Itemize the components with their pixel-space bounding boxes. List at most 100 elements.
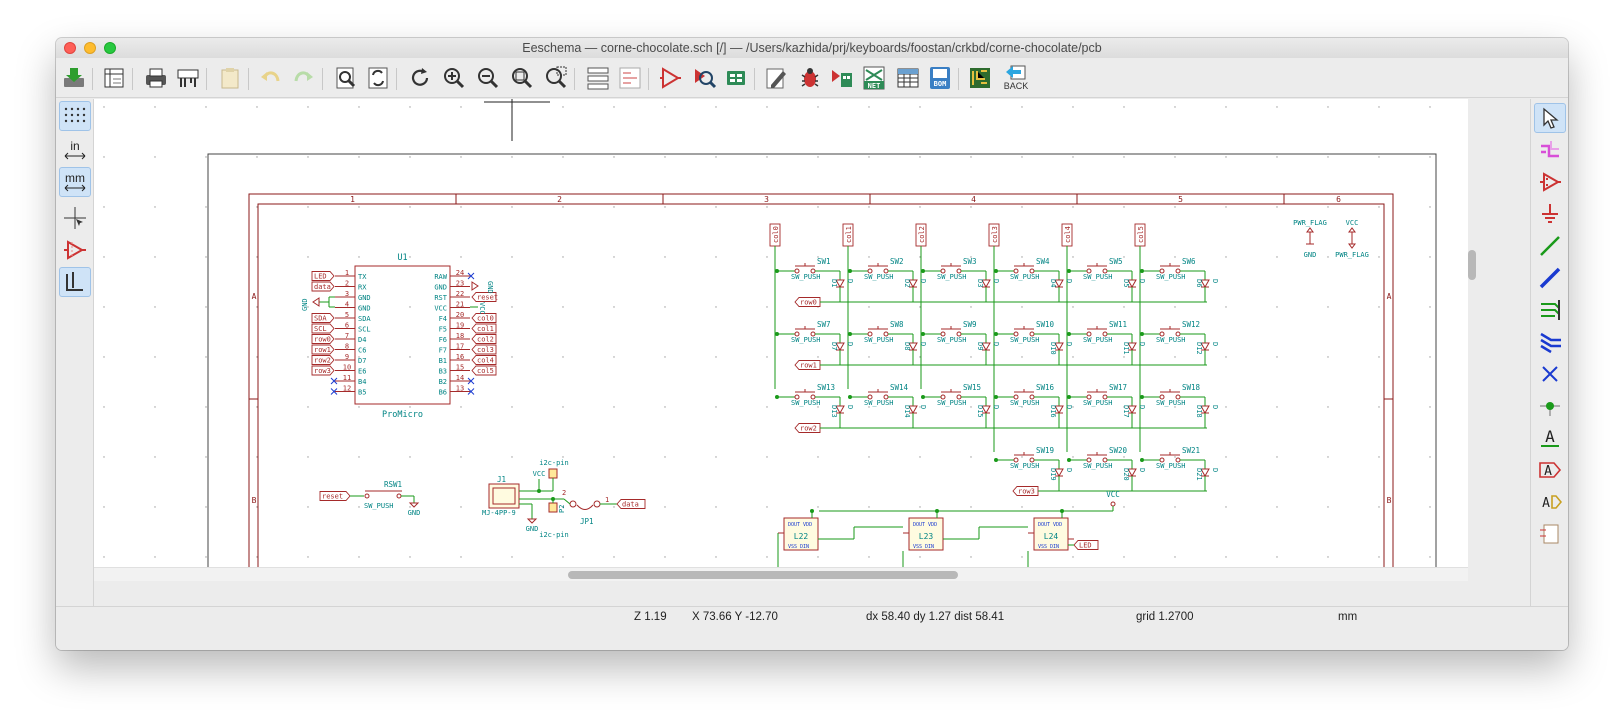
undo-button[interactable] [256,64,284,92]
pcbnew-button[interactable] [966,64,994,92]
grid-dot [1123,306,1125,308]
wire-45-button[interactable] [59,267,91,297]
add-power-button[interactable] [1534,199,1566,229]
grid-dot [1327,156,1329,158]
annotate-button[interactable] [722,64,750,92]
units-mm-button[interactable]: mm [59,167,91,197]
grid-dot [154,106,156,108]
grid-dot [409,406,411,408]
u1-pin-name: F5 [439,326,447,334]
symbol-fields-button[interactable] [762,64,790,92]
page-settings-button[interactable] [100,64,128,92]
diode-reference: D4 [1049,279,1057,287]
zoom-out-button[interactable] [474,64,502,92]
minimize-window-button[interactable] [84,42,96,54]
diode-reference: D10 [1049,342,1057,355]
bom-icon: BOM [930,67,950,89]
zoom-window-button[interactable] [104,42,116,54]
units-inch-button[interactable]: in [59,135,91,165]
diode-value: D [992,405,1000,409]
grid-dot [1429,406,1431,408]
grid-dot [715,506,717,508]
print-button[interactable] [142,64,170,92]
u1-net-label [311,271,335,281]
paste-button[interactable] [216,64,244,92]
grid-dot [1021,206,1023,208]
u1-pin-number: 10 [343,364,351,372]
diode-body [981,405,991,415]
save-button[interactable] [60,64,88,92]
highlight-net-button[interactable] [1534,135,1566,165]
junction-dot [921,395,925,399]
zoom-selection-button[interactable] [542,64,570,92]
u1-pin-number: 22 [456,290,464,298]
diode-reference: D1 [830,279,838,287]
back-button[interactable]: BACK [1000,64,1032,92]
global-label-text: col4 [477,357,494,365]
grid-dot [1429,456,1431,458]
switch-reference: SW9 [963,320,977,329]
add-wire-button[interactable] [1534,231,1566,261]
diode-body [835,405,845,415]
vcc-label: VCC [533,470,546,478]
erc-button[interactable] [796,64,824,92]
inch-ruler-icon [64,152,86,160]
hidden-pins-button[interactable] [59,235,91,265]
add-symbol-button[interactable] [1534,167,1566,197]
add-hier-label-button[interactable]: A [1534,487,1566,517]
close-window-button[interactable] [64,42,76,54]
library-browser-button[interactable] [690,64,718,92]
switch-value: SW_PUSH [1083,462,1113,470]
junction-dot [1067,332,1071,336]
zoom-fit-button[interactable] [508,64,536,92]
select-tool-button[interactable] [1534,103,1566,133]
u1-pin-name: B4 [358,378,366,386]
add-global-label-button[interactable]: A [1534,455,1566,485]
add-junction-button[interactable] [1534,391,1566,421]
grid-dot [868,106,870,108]
power-flag-symbol [1306,227,1314,233]
horizontal-scrollbar-thumb[interactable] [568,571,958,579]
netlist-button[interactable]: NET [860,64,888,92]
find-replace-button[interactable] [364,64,392,92]
grid-dot [817,406,819,408]
leave-sheet-button[interactable] [616,64,644,92]
grid-dot [154,156,156,158]
grid-dot [1072,456,1074,458]
zoom-in-button[interactable] [440,64,468,92]
find-button[interactable] [332,64,360,92]
bus-bus-entry-button[interactable] [1534,327,1566,357]
vertical-scrollbar-thumb[interactable] [1468,250,1476,280]
grid-dot [919,256,921,258]
redraw-button[interactable] [406,64,434,92]
switch-contact [1159,331,1165,337]
library-editor-button[interactable] [656,64,684,92]
bom-button[interactable]: BOM [926,64,954,92]
grid-toggle-button[interactable] [59,101,91,131]
border-column-label: 4 [971,195,976,204]
u1-pin-name: F6 [439,336,447,344]
grid-dot [664,456,666,458]
add-sheet-button[interactable] [1534,519,1566,549]
assign-footprints-button[interactable] [828,64,856,92]
plot-button[interactable] [174,64,202,92]
u1-reference: U1 [397,253,407,263]
grid-dot [256,556,258,558]
no-connect-button[interactable] [1534,359,1566,389]
add-bus-button[interactable] [1534,263,1566,293]
diode-reference: D15 [976,405,984,418]
junction-dot [921,269,925,273]
cursor-shape-button[interactable] [59,203,91,233]
wire-bus-entry-button[interactable] [1534,295,1566,325]
grid-dot [256,406,258,408]
u1-pin-name: B1 [439,357,447,365]
grid-dot [868,306,870,308]
symbol-fields-table-button[interactable] [894,64,922,92]
hierarchy-navigator-button[interactable] [584,64,612,92]
back-arrow-icon [1006,65,1026,80]
grid-dot [1378,406,1380,408]
add-label-button[interactable]: A [1534,423,1566,453]
redo-button[interactable] [290,64,318,92]
